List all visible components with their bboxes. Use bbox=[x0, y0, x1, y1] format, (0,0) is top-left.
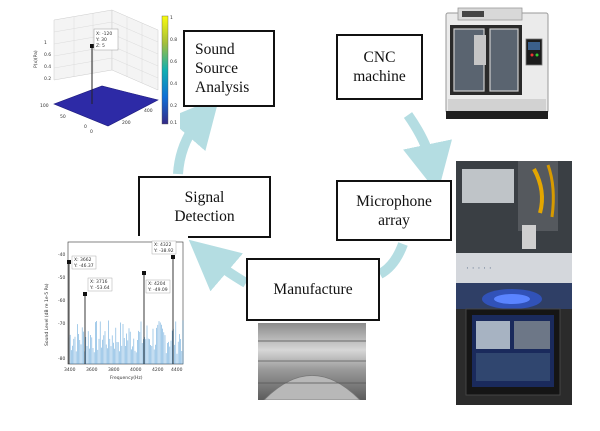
colorbar-tick: 0.4 bbox=[170, 81, 177, 87]
microphone-array-box: Microphone array bbox=[336, 180, 452, 241]
colorbar-tick: 0.1 bbox=[170, 120, 177, 126]
spectrum-bars bbox=[68, 320, 184, 364]
svg-text:X: 4204: X: 4204 bbox=[148, 281, 166, 287]
z-tick: 0.2 bbox=[44, 76, 51, 82]
cnc-machine-image bbox=[440, 5, 562, 125]
manufacture-box: Manufacture bbox=[246, 258, 380, 321]
y-tick: 200 bbox=[122, 120, 131, 126]
annotation-box: X: 4322 Y: -38.92 bbox=[151, 240, 177, 255]
annotation-box: X: 3662 Y: -46.37 bbox=[71, 255, 97, 270]
peak-marker bbox=[142, 271, 146, 275]
y-tick: 0 bbox=[90, 129, 93, 135]
svg-text:X: 3716: X: 3716 bbox=[90, 279, 108, 285]
y-tick: 400 bbox=[144, 108, 153, 114]
microphone-array-photo: · · · · · bbox=[456, 161, 572, 405]
peak-marker bbox=[83, 292, 87, 296]
z-axis-label: P(x)(Pa) bbox=[33, 50, 39, 68]
colorbar-tick: 1 bbox=[170, 15, 173, 21]
arrow-signal-to-sound bbox=[167, 96, 220, 175]
z-tick: 1 bbox=[44, 40, 47, 46]
manufactured-part-photo bbox=[258, 323, 366, 400]
colorbar-tick: 0.2 bbox=[170, 103, 177, 109]
x-tick: 4400 bbox=[171, 367, 183, 373]
sound-map-3d-plot: X: -120 Y: 30 Z: 5 1 0.6 0.4 0.2 P(x)(Pa… bbox=[30, 8, 180, 135]
peak-marker bbox=[90, 44, 94, 48]
sound-pressure-surface bbox=[53, 85, 159, 127]
y-tick: -60 bbox=[58, 298, 65, 304]
svg-text:X: 3662: X: 3662 bbox=[74, 257, 92, 263]
svg-text:Y: -38.92: Y: -38.92 bbox=[153, 248, 174, 254]
svg-text:Y: -53.64: Y: -53.64 bbox=[89, 285, 110, 291]
annotation-box: X: 4204 Y: -49.09 bbox=[145, 279, 171, 294]
peak-marker bbox=[171, 255, 175, 259]
arrow-manufacture-to-signal bbox=[188, 239, 249, 292]
sound-source-analysis-box: Sound Source Analysis bbox=[183, 30, 275, 107]
arrow-microphone-to-manufacture bbox=[377, 242, 408, 279]
arrow-cnc-to-microphone bbox=[403, 112, 452, 194]
x-tick: 50 bbox=[60, 114, 66, 120]
x-axis-label: Frequency(Hz) bbox=[110, 375, 143, 381]
y-tick: -80 bbox=[58, 356, 65, 362]
y-tick: -50 bbox=[58, 275, 65, 281]
x-tick: 100 bbox=[40, 103, 49, 109]
colorbar-tick: 0.6 bbox=[170, 59, 177, 65]
svg-text:· · · · ·: · · · · · bbox=[466, 264, 492, 274]
marker-label-x: X: -120 bbox=[96, 31, 112, 37]
x-tick: 4000 bbox=[130, 367, 142, 373]
svg-text:Y: -46.37: Y: -46.37 bbox=[73, 263, 94, 269]
marker-label-y: Y: 30 bbox=[95, 37, 107, 43]
colorbar bbox=[161, 15, 169, 125]
z-tick: 0.6 bbox=[44, 52, 51, 58]
colorbar-tick: 0.8 bbox=[170, 37, 177, 43]
x-tick: 3600 bbox=[86, 367, 98, 373]
y-tick: -40 bbox=[58, 252, 65, 258]
annotation-box: X: 3716 Y: -53.64 bbox=[87, 277, 113, 292]
z-tick: 0.4 bbox=[44, 64, 51, 70]
svg-text:Y: -49.09: Y: -49.09 bbox=[147, 287, 168, 293]
x-tick: 4200 bbox=[152, 367, 164, 373]
marker-label-z: Z: 5 bbox=[96, 43, 105, 49]
y-axis-label: Sound Level (dB re 1e-5 Pa) bbox=[44, 283, 50, 346]
signal-detection-box: Signal Detection bbox=[138, 176, 271, 238]
svg-text:X: 4322: X: 4322 bbox=[154, 242, 172, 248]
sound-spectrum-chart: X: 3662 Y: -46.37 X: 3716 Y: -53.64 X: 4… bbox=[28, 236, 188, 386]
x-tick: 0 bbox=[84, 124, 87, 130]
cnc-machine-box: CNC machine bbox=[336, 34, 423, 100]
y-tick: -70 bbox=[58, 321, 65, 327]
x-tick: 3800 bbox=[108, 367, 120, 373]
x-tick: 3400 bbox=[64, 367, 76, 373]
peak-marker bbox=[67, 260, 71, 264]
